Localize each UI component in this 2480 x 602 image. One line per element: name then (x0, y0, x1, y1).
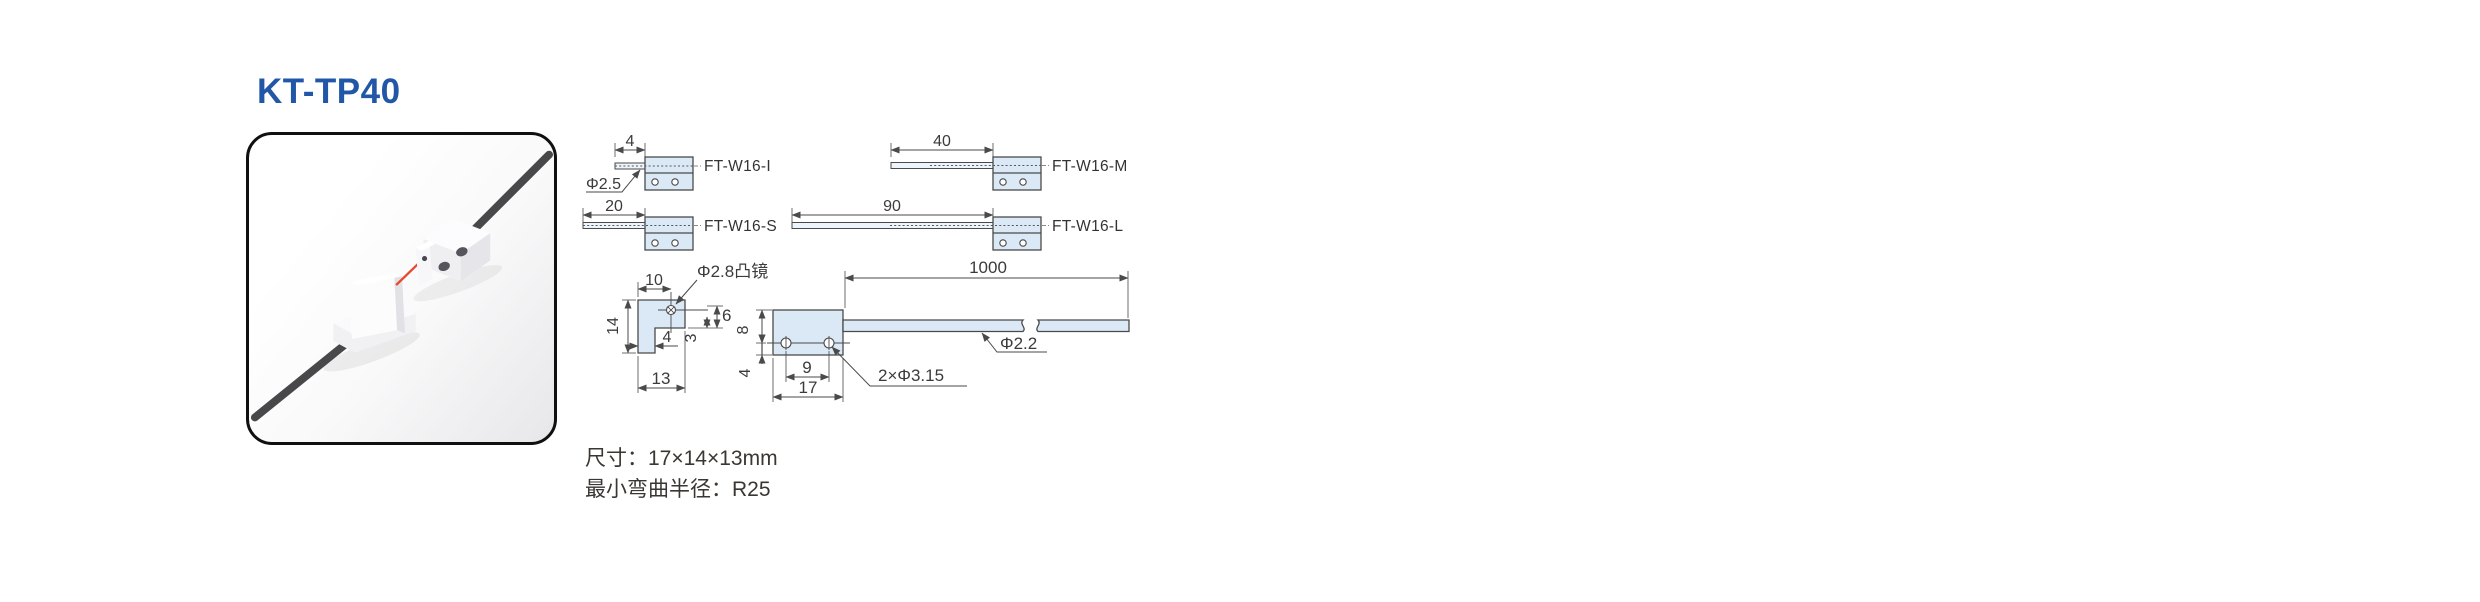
drawing-ft-w16-m: 40 FT-W16-M (890, 133, 1128, 191)
dim-tail-length: 90 (883, 198, 901, 215)
mounting-hole (651, 178, 659, 186)
head-outline (772, 309, 844, 356)
mounting-hole (456, 247, 468, 257)
variant-label: FT-W16-S (704, 218, 777, 235)
cable-dia-label: Φ2.2 (1000, 334, 1037, 353)
spec-size: 尺寸：17×14×13mm (585, 447, 778, 470)
mounting-hole (671, 178, 679, 186)
fiber-cable (468, 150, 554, 236)
lens-aperture (421, 256, 428, 262)
cable (842, 319, 1025, 333)
dim-tail-length: 40 (933, 133, 951, 150)
page-title: KT-TP40 (257, 72, 401, 111)
fiber-dia-label: Φ2.5 (586, 176, 621, 193)
mounting-hole (651, 239, 659, 247)
drawing-front-view: 8 4 9 17 2×Φ3.15 1000 (735, 258, 1130, 402)
emitter-head (333, 273, 416, 353)
drawing-ft-w16-s: 20 FT-W16-S (582, 198, 777, 251)
product-photo-illustration (250, 150, 554, 422)
dim-lens-depth: 6 (722, 306, 731, 325)
spec-bend-radius: 最小弯曲半径：R25 (585, 478, 771, 501)
fiber-cable (250, 339, 351, 422)
drawing-ft-w16-i: 4 FT-W16-I Φ2.5 (586, 133, 771, 193)
mounting-hole (671, 239, 679, 247)
mounting-hole (1019, 178, 1027, 186)
dim-tail-length: 20 (605, 198, 623, 215)
holes-label: 2×Φ3.15 (878, 366, 944, 385)
variant-label: FT-W16-L (1052, 218, 1123, 235)
mounting-hole (999, 178, 1007, 186)
receiver-head (415, 218, 491, 287)
lens-label: Φ2.8凸镜 (697, 262, 768, 281)
spec-lines: 尺寸：17×14×13mm 最小弯曲半径：R25 (585, 443, 778, 505)
mounting-hole (1019, 239, 1027, 247)
dim-step: 3 (683, 333, 700, 342)
cable (1036, 319, 1130, 333)
dim-hole-spacing: 9 (802, 358, 811, 377)
drawing-side-view: 10 14 6 3 4 13 Φ2.8凸镜 (605, 262, 768, 393)
dim-width: 17 (799, 378, 818, 397)
product-photo-card (246, 132, 557, 445)
mounting-hole (438, 261, 450, 272)
dim-height: 14 (605, 317, 622, 335)
shadow (413, 264, 503, 302)
dim-top-width: 10 (645, 272, 663, 289)
dim-width: 13 (652, 369, 671, 388)
dim-tail-length: 4 (626, 133, 635, 150)
head-outline (637, 299, 686, 354)
technical-drawings: 4 FT-W16-I Φ2.5 40 FT-W16-M (582, 133, 1130, 402)
shadow (323, 332, 420, 372)
variant-label: FT-W16-M (1052, 158, 1128, 175)
dim-hole-to-bottom: 4 (737, 368, 754, 377)
dim-leg-width: 4 (663, 329, 672, 346)
mounting-hole (999, 239, 1007, 247)
dim-cable-length: 1000 (969, 258, 1007, 277)
drawing-ft-w16-l: 90 FT-W16-L (791, 198, 1123, 251)
dim-top-to-hole: 8 (735, 325, 752, 334)
variant-label: FT-W16-I (704, 158, 771, 175)
